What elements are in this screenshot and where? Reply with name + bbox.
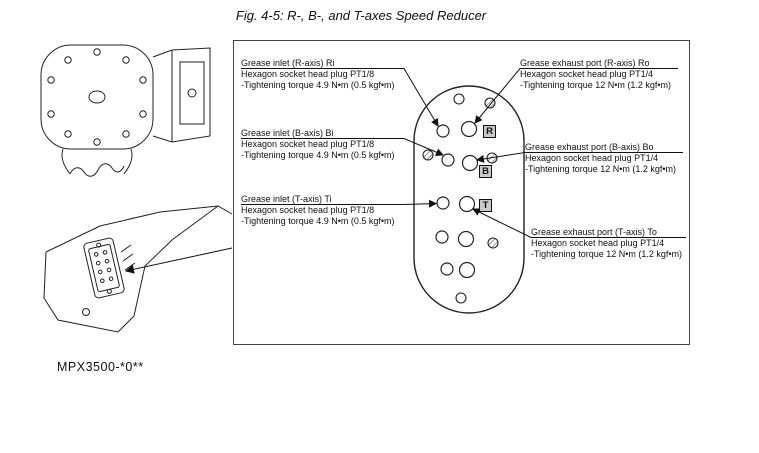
plate-hole-circle bbox=[440, 262, 454, 276]
callout-plug-line: Hexagon socket head plug PT1/4 bbox=[525, 153, 659, 163]
callout-plug-line: Hexagon socket head plug PT1/8 bbox=[241, 139, 375, 149]
port-ti-circle bbox=[436, 196, 450, 210]
callout-torque-line: -Tightening torque 12 N•m (1.2 kgf•m) bbox=[525, 163, 677, 174]
plate-hole-circle bbox=[435, 230, 449, 244]
wrist-housing-drawing bbox=[40, 44, 211, 177]
leader-line-ti bbox=[241, 199, 437, 208]
leader-line-bo bbox=[476, 152, 683, 163]
port-ri-circle bbox=[436, 124, 450, 138]
callout-heading: Grease inlet (R-axis) Ri bbox=[241, 58, 335, 68]
callout-grease-inlet-r: Grease inlet (R-axis) Ri Hexagon socket … bbox=[241, 57, 404, 90]
callout-torque-line: -Tightening torque 12 N•m (1.2 kgf•m) bbox=[520, 79, 672, 90]
detail-box: R B T Grease inlet (R-axis) Ri Hexagon s… bbox=[233, 40, 690, 345]
callout-heading: Grease exhaust port (T-axis) To bbox=[531, 227, 657, 237]
callout-grease-exhaust-r: Grease exhaust port (R-axis) Ro Hexagon … bbox=[520, 57, 678, 90]
callout-plug-line: Hexagon socket head plug PT1/4 bbox=[520, 69, 654, 79]
callout-plug-line: Hexagon socket head plug PT1/4 bbox=[531, 238, 665, 248]
figure-title: Fig. 4-5: R-, B-, and T-axes Speed Reduc… bbox=[235, 8, 487, 23]
plate-marker-r: R bbox=[483, 125, 496, 138]
leader-line-ri bbox=[241, 68, 439, 127]
callout-heading: Grease inlet (B-axis) Bi bbox=[241, 128, 334, 138]
plate-screws bbox=[422, 93, 499, 304]
callout-plug-line: Hexagon socket head plug PT1/8 bbox=[241, 205, 375, 215]
plate-outline bbox=[413, 85, 525, 314]
port-to-circle bbox=[458, 195, 476, 213]
callout-torque-line: -Tightening torque 4.9 N•m (0.5 kgf•m) bbox=[241, 149, 395, 160]
leader-line-ro bbox=[474, 68, 678, 124]
connector-plate bbox=[83, 237, 125, 299]
detail-pointer-arrow bbox=[125, 247, 233, 274]
callout-heading: Grease exhaust port (B-axis) Bo bbox=[525, 142, 654, 152]
callout-grease-exhaust-t: Grease exhaust port (T-axis) To Hexagon … bbox=[531, 226, 686, 259]
leader-line-to bbox=[472, 208, 686, 238]
port-ro-circle bbox=[460, 120, 478, 138]
callout-plug-line: Hexagon socket head plug PT1/8 bbox=[241, 69, 375, 79]
plate-marker-t: T bbox=[479, 199, 492, 212]
model-label: MPX3500-*0** bbox=[57, 360, 144, 374]
port-bi-circle bbox=[441, 153, 455, 167]
callout-heading: Grease exhaust port (R-axis) Ro bbox=[520, 58, 650, 68]
callout-torque-line: -Tightening torque 4.9 N•m (0.5 kgf•m) bbox=[241, 215, 395, 226]
arm-connector-drawing bbox=[43, 205, 233, 333]
callout-heading: Grease inlet (T-axis) Ti bbox=[241, 194, 332, 204]
callout-grease-exhaust-b: Grease exhaust port (B-axis) Bo Hexagon … bbox=[525, 141, 683, 174]
callout-grease-inlet-b: Grease inlet (B-axis) Bi Hexagon socket … bbox=[241, 127, 404, 160]
callout-torque-line: -Tightening torque 4.9 N•m (0.5 kgf•m) bbox=[241, 79, 395, 90]
plate-hole-circle bbox=[458, 261, 476, 279]
plate-hole-circle bbox=[457, 230, 475, 248]
plate-marker-b: B bbox=[479, 165, 492, 178]
callout-grease-inlet-t: Grease inlet (T-axis) Ti Hexagon socket … bbox=[241, 193, 404, 226]
callout-torque-line: -Tightening torque 12 N•m (1.2 kgf•m) bbox=[531, 248, 683, 259]
port-plate-diagram bbox=[241, 68, 686, 314]
leader-line-bi bbox=[241, 138, 444, 156]
port-bo-circle bbox=[461, 154, 479, 172]
